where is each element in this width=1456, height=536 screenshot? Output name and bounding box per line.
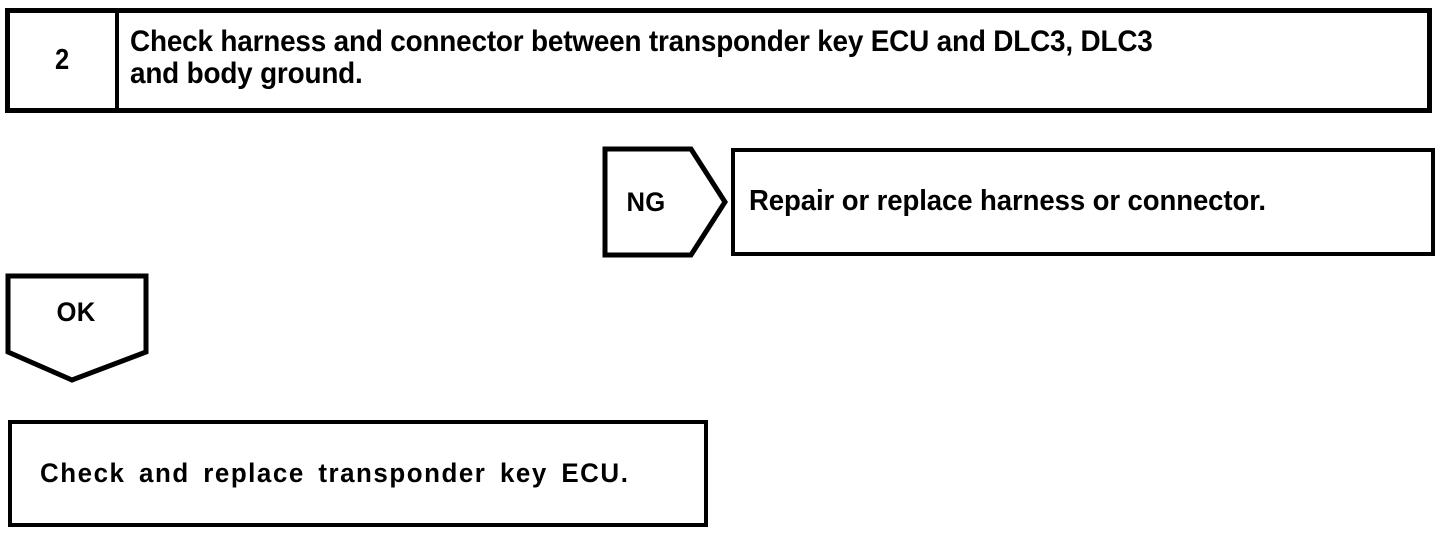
ok-result-box: Check and replace transponder key ECU.	[8, 420, 708, 527]
step-instruction-cell: Check harness and connector between tran…	[119, 13, 1427, 108]
ng-branch-arrow: NG	[601, 145, 729, 259]
ng-result-box: Repair or replace harness or connector.	[731, 148, 1435, 256]
step-box: 2 Check harness and connector between tr…	[5, 8, 1432, 113]
ng-result-text: Repair or replace harness or connector.	[749, 185, 1266, 218]
step-number: 2	[55, 44, 70, 76]
ok-result-text: Check and replace transponder key ECU.	[40, 457, 630, 488]
step-instruction-text: Check harness and connector between tran…	[130, 25, 1153, 91]
ok-branch-arrow: OK	[4, 272, 150, 386]
ng-branch-label: NG	[626, 186, 666, 217]
step-number-cell: 2	[10, 13, 119, 108]
down-arrow-pentagon-icon	[5, 273, 149, 383]
right-arrow-pentagon-icon	[602, 146, 728, 258]
ok-branch-label: OK	[56, 296, 96, 327]
